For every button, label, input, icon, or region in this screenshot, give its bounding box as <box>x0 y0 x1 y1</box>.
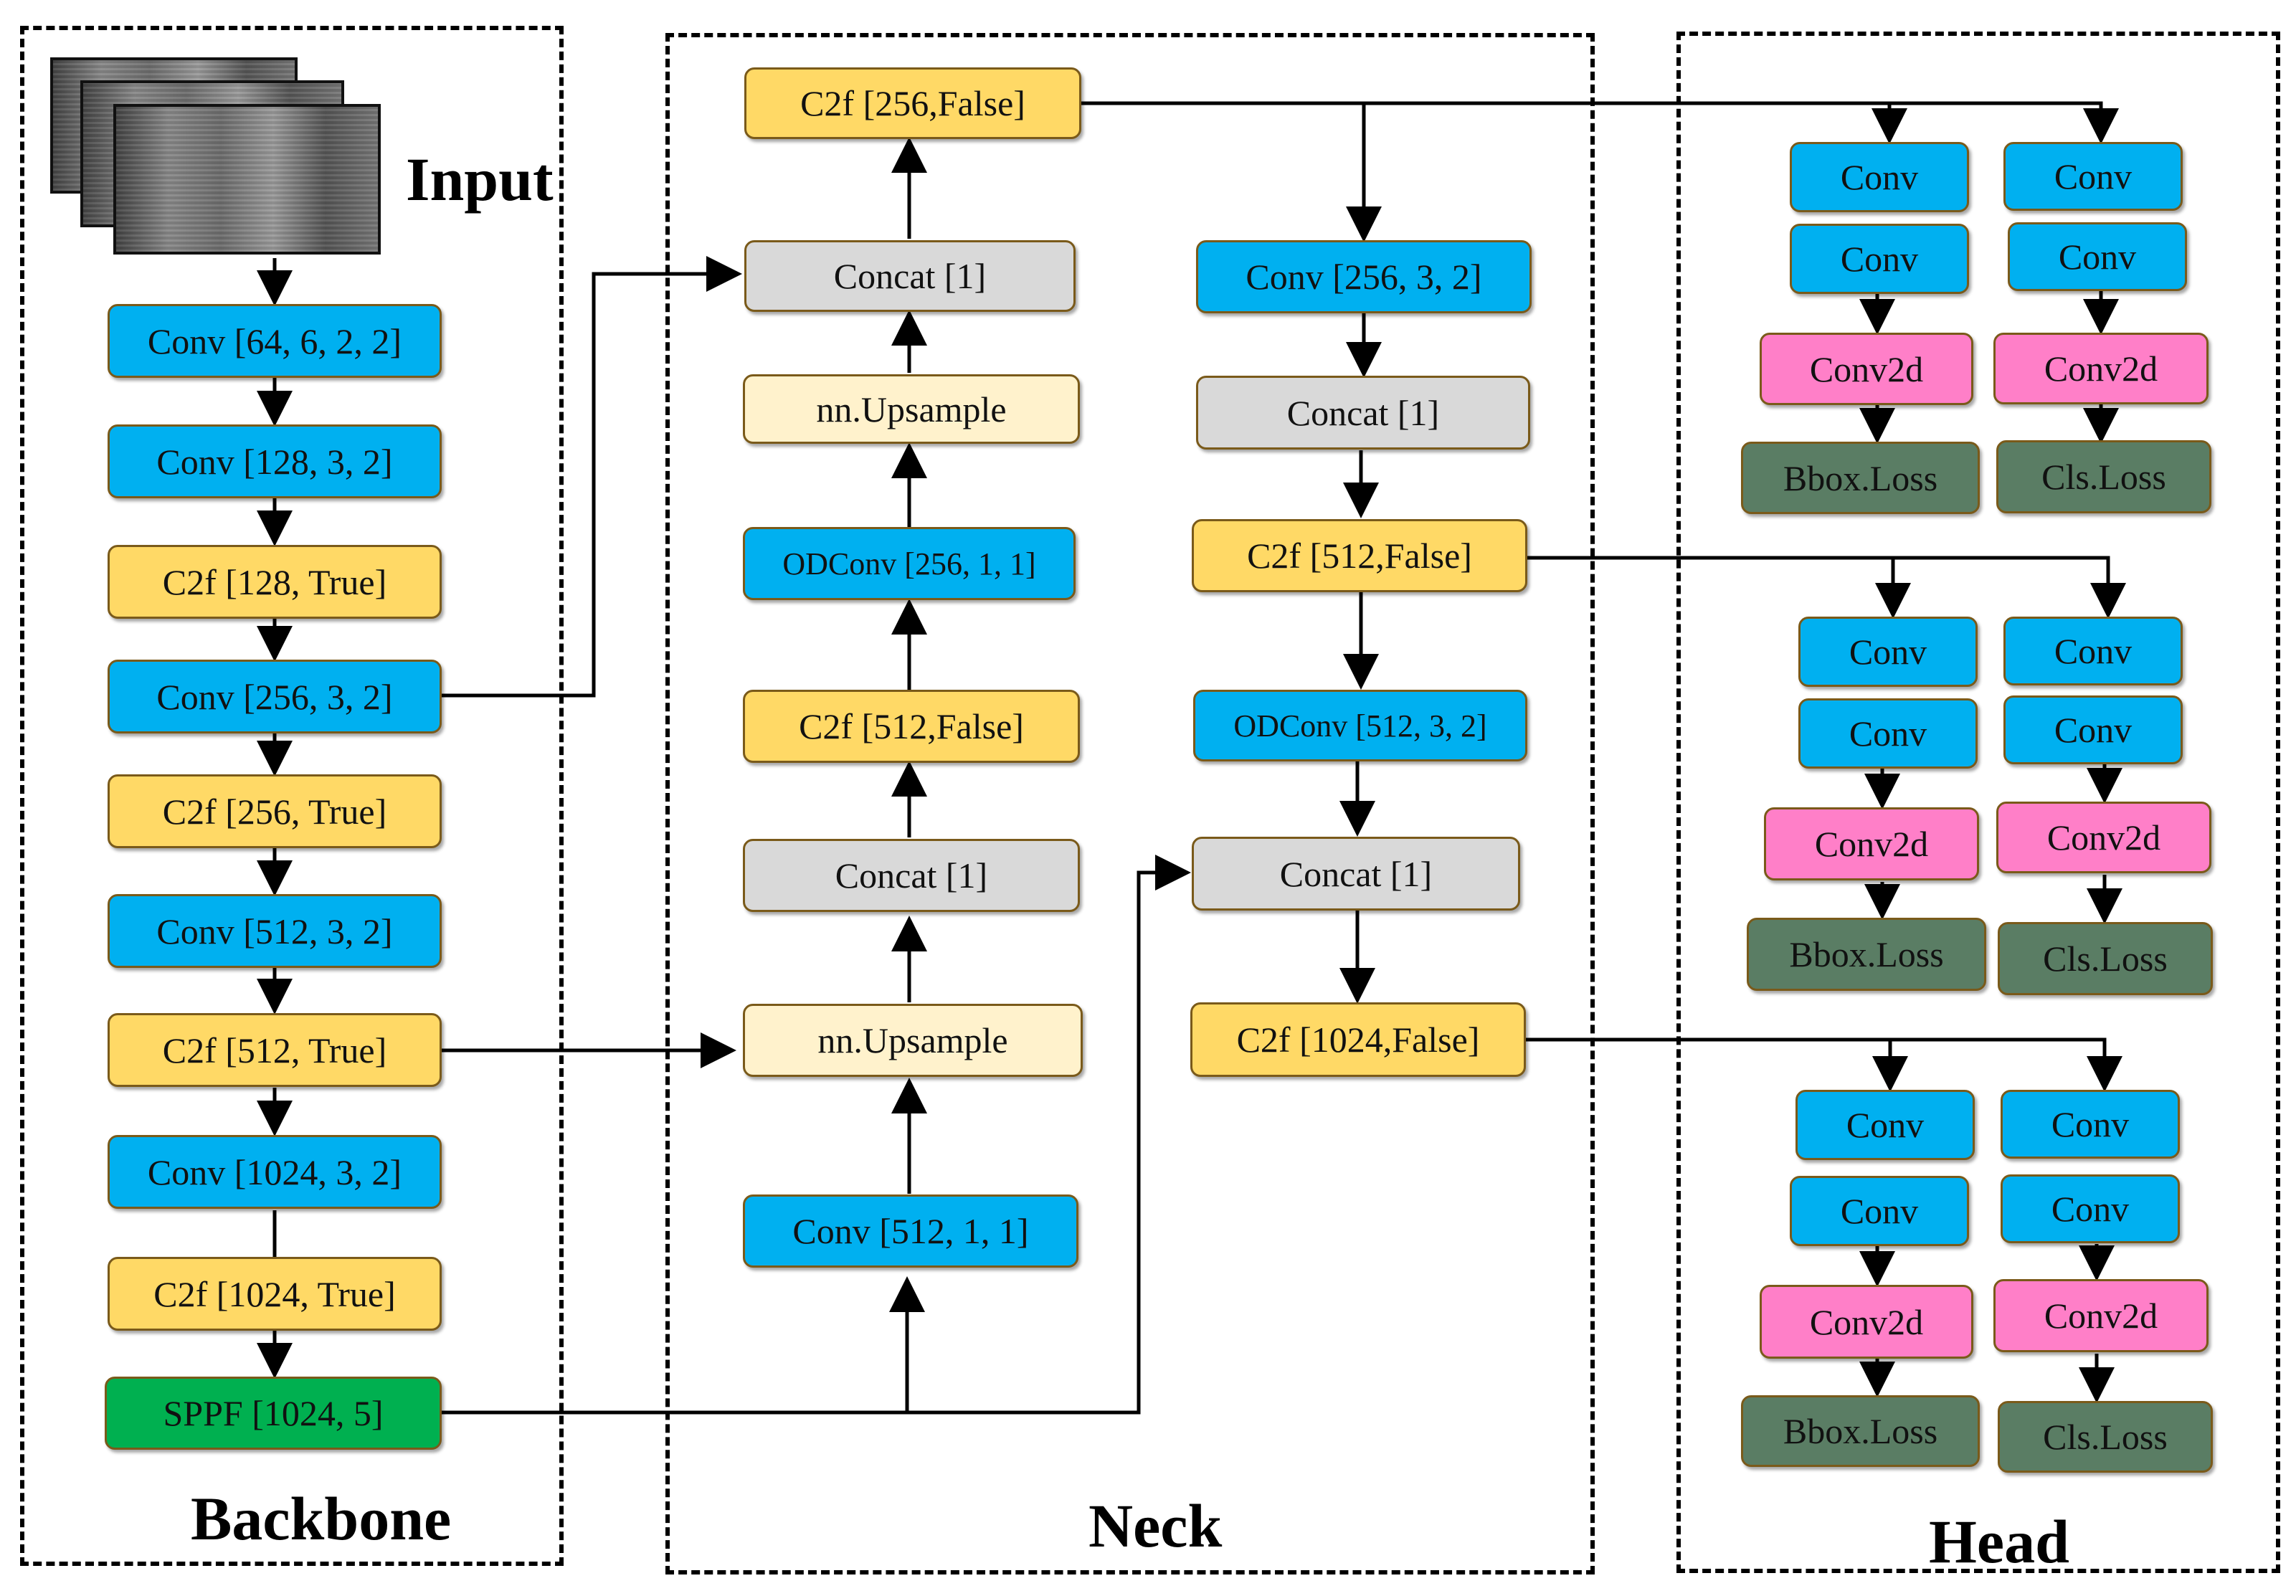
head1-right-conv-2: Conv <box>2008 222 2187 291</box>
head2-right-conv2d: Conv2d <box>1996 802 2211 873</box>
head3-right-conv-2: Conv <box>2001 1174 2180 1243</box>
backbone-c2f-2: C2f [256, True] <box>108 774 442 848</box>
backbone-conv-3: Conv [256, 3, 2] <box>108 660 442 733</box>
neck-c2f-512-up: C2f [512,False] <box>743 690 1080 763</box>
backbone-c2f-4: C2f [1024, True] <box>108 1257 442 1331</box>
head3-left-conv2d: Conv2d <box>1760 1285 1973 1359</box>
neck-odconv-512: ODConv [512, 3, 2] <box>1193 690 1527 761</box>
backbone-conv-4: Conv [512, 3, 2] <box>108 894 442 968</box>
neck-odconv-256: ODConv [256, 1, 1] <box>743 527 1076 600</box>
backbone-sppf: SPPF [1024, 5] <box>105 1377 442 1450</box>
head2-cls-loss: Cls.Loss <box>1998 922 2213 995</box>
head-title: Head <box>1929 1507 2069 1576</box>
backbone-conv-2: Conv [128, 3, 2] <box>108 424 442 498</box>
head1-cls-loss: Cls.Loss <box>1996 440 2211 513</box>
head2-right-conv-2: Conv <box>2003 695 2183 764</box>
neck-concat-top: Concat [1] <box>744 240 1076 312</box>
neck-c2f-512-down: C2f [512,False] <box>1192 519 1527 592</box>
backbone-conv-1: Conv [64, 6, 2, 2] <box>108 304 442 378</box>
input-image-3 <box>113 104 381 255</box>
head1-right-conv-1: Conv <box>2003 142 2183 211</box>
backbone-conv-5: Conv [1024, 3, 2] <box>108 1135 442 1209</box>
neck-concat-down-1: Concat [1] <box>1196 376 1530 450</box>
head2-left-conv-1: Conv <box>1798 617 1978 687</box>
head1-right-conv2d: Conv2d <box>1993 333 2209 404</box>
head2-bbox-loss: Bbox.Loss <box>1747 918 1986 991</box>
head2-left-conv2d: Conv2d <box>1764 807 1979 880</box>
head3-right-conv2d: Conv2d <box>1993 1279 2209 1352</box>
neck-concat-mid: Concat [1] <box>743 839 1080 912</box>
neck-frame <box>665 33 1595 1574</box>
neck-c2f-1024: C2f [1024,False] <box>1190 1002 1526 1077</box>
head3-bbox-loss: Bbox.Loss <box>1741 1395 1980 1467</box>
backbone-c2f-1: C2f [128, True] <box>108 545 442 619</box>
neck-conv-256-down: Conv [256, 3, 2] <box>1196 240 1532 313</box>
head-frame <box>1676 32 2280 1573</box>
neck-upsample-bottom: nn.Upsample <box>743 1004 1083 1077</box>
backbone-c2f-3: C2f [512, True] <box>108 1013 442 1087</box>
head3-left-conv-2: Conv <box>1790 1176 1969 1246</box>
backbone-title: Backbone <box>191 1484 452 1553</box>
head3-right-conv-1: Conv <box>2001 1090 2180 1159</box>
head2-right-conv-1: Conv <box>2003 617 2183 685</box>
neck-concat-down-2: Concat [1] <box>1192 837 1520 911</box>
neck-conv-512: Conv [512, 1, 1] <box>743 1194 1078 1268</box>
head1-left-conv2d: Conv2d <box>1760 333 1973 405</box>
neck-upsample-top: nn.Upsample <box>743 374 1080 444</box>
head2-left-conv-2: Conv <box>1798 698 1978 769</box>
head1-left-conv-1: Conv <box>1790 142 1969 212</box>
head3-cls-loss: Cls.Loss <box>1998 1401 2213 1473</box>
backbone-frame <box>20 26 564 1566</box>
neck-c2f-256: C2f [256,False] <box>744 67 1081 139</box>
input-title: Input <box>406 145 554 214</box>
head1-left-conv-2: Conv <box>1790 224 1969 294</box>
head3-left-conv-1: Conv <box>1795 1090 1975 1160</box>
neck-title: Neck <box>1088 1491 1223 1560</box>
head1-bbox-loss: Bbox.Loss <box>1741 442 1980 514</box>
